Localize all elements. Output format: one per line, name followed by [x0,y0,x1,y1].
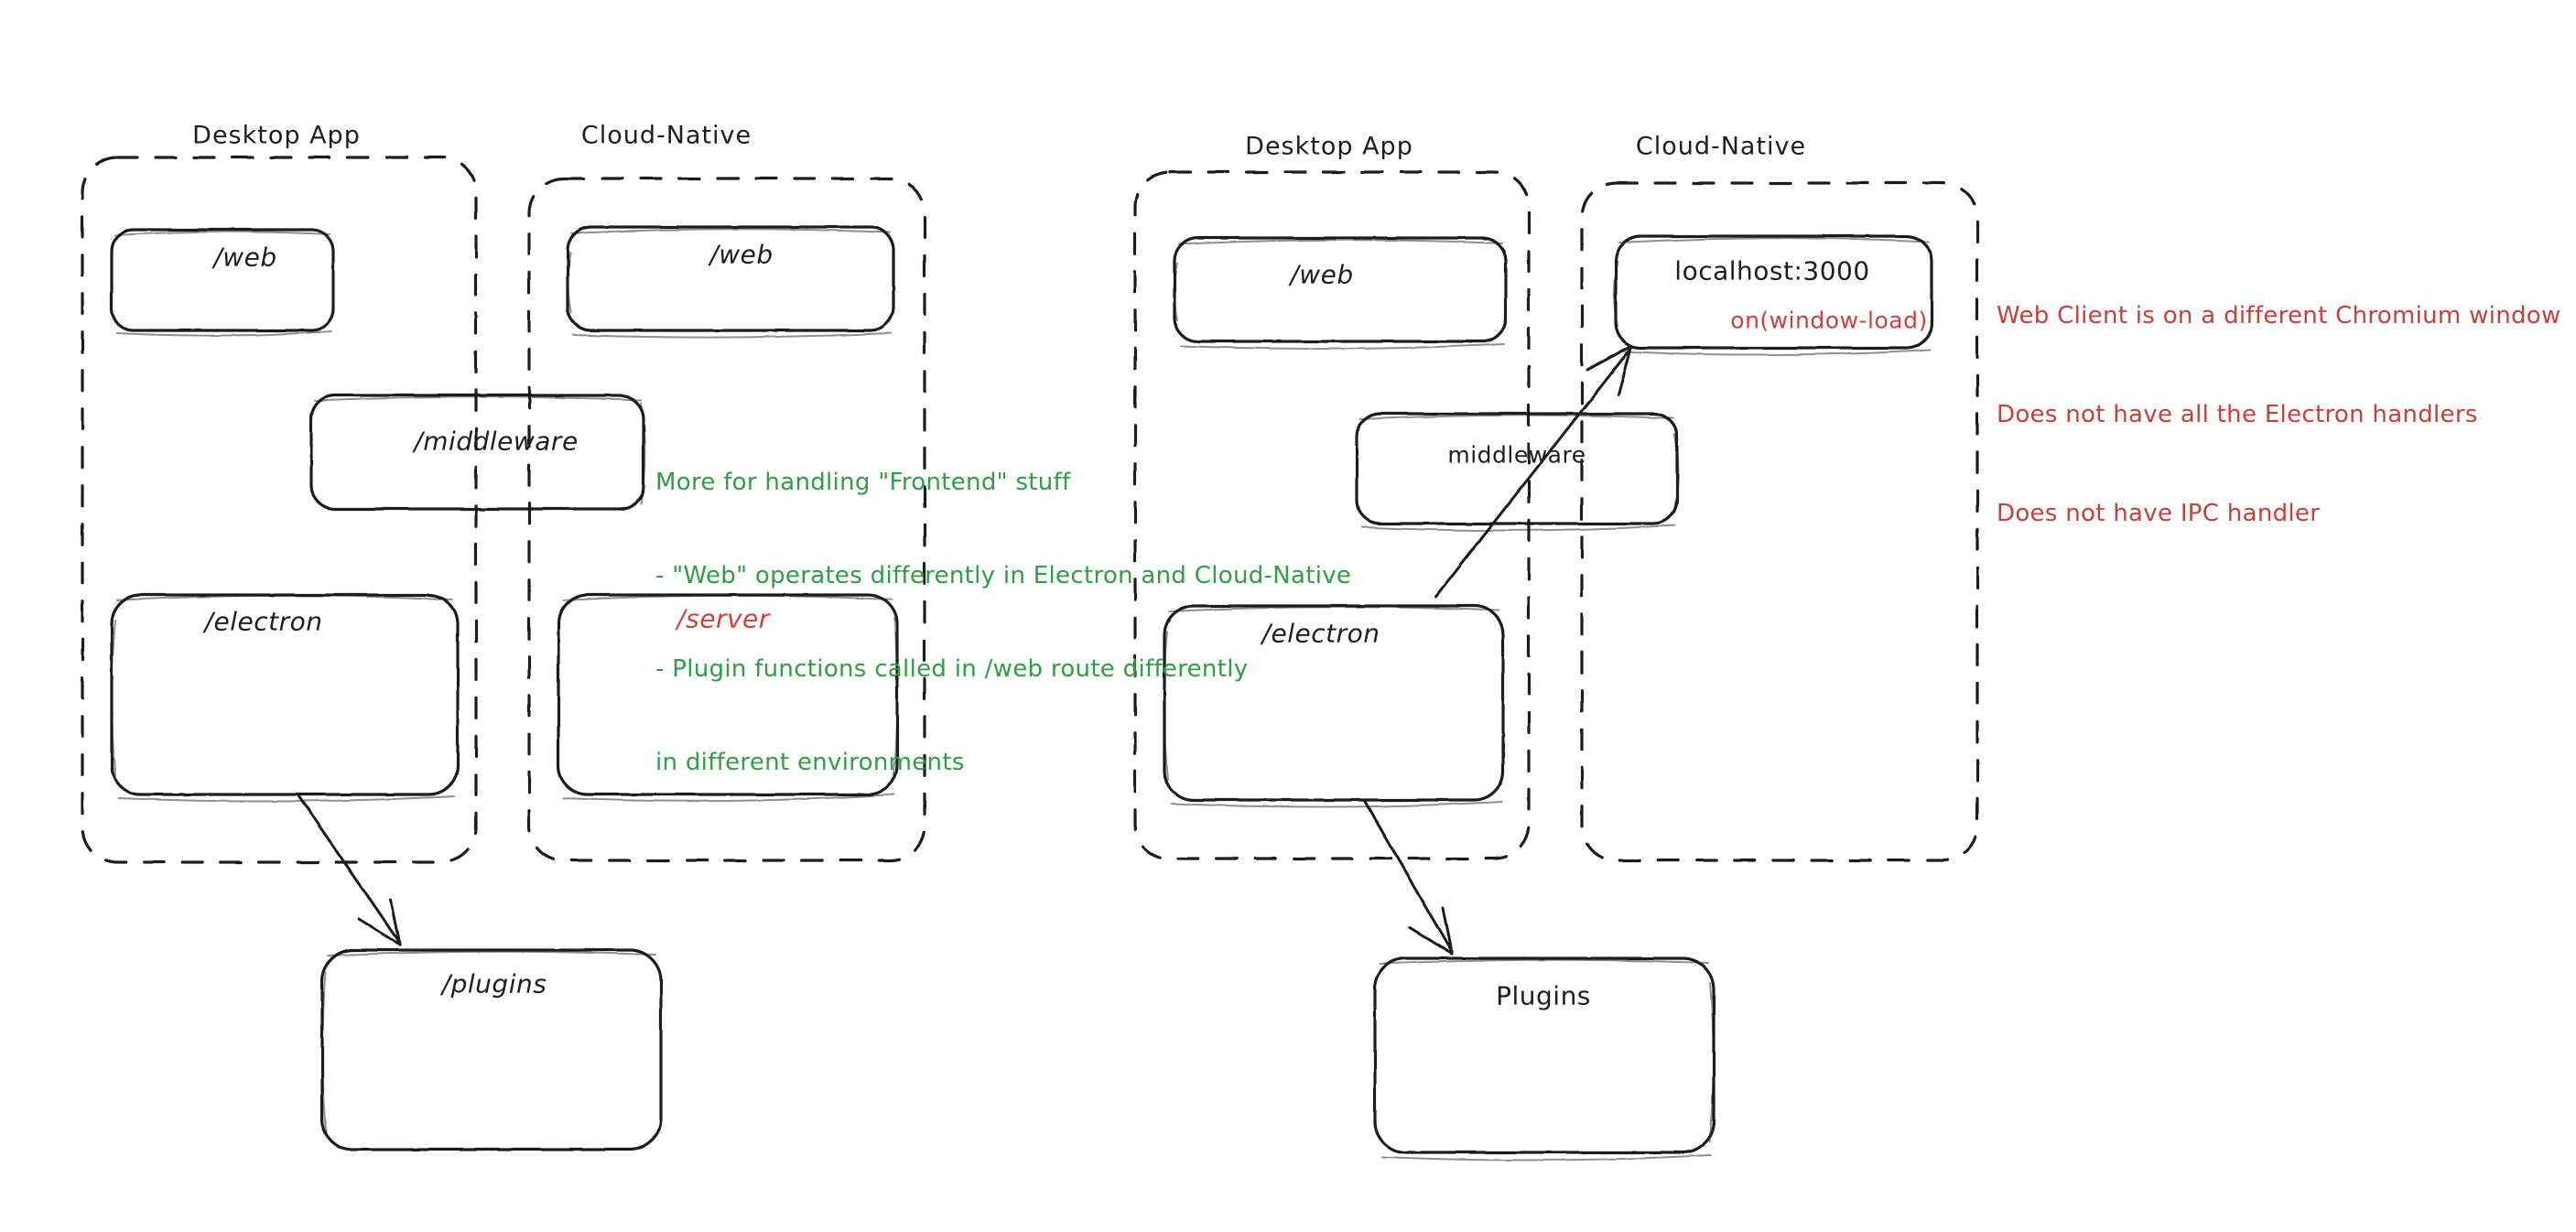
annotation-green-line-2: - "Web" operates differently in Electron… [655,562,1352,589]
group-title-right-cloud: Cloud-Native [1635,132,1807,161]
node-label-right-middleware[interactable]: middleware [1447,441,1586,469]
annotation-red-line-2: Does not have all the Electron handlers [1997,401,2478,428]
group-title-left-desktop: Desktop App [192,121,361,150]
edge-left-electron-to-plugins [296,793,402,946]
annotation-green-frontend: More for handling "Frontend" stuff - "We… [655,405,1351,840]
group-container-left-cloud [527,177,926,862]
node-shape-right-desktop-web [1173,236,1508,351]
group-title-left-cloud: Cloud-Native [580,121,752,150]
node-label-right-electron[interactable]: /electron [1261,618,1380,649]
node-label-right-desktop-web[interactable]: /web [1290,259,1354,290]
node-shape-left-cloud-web [566,225,895,339]
edge-right-electron-to-localhost [1434,344,1633,599]
node-label-left-plugins[interactable]: /plugins [441,968,547,1000]
node-shape-left-desktop-web [110,228,335,337]
annotation-red-line-1: Web Client is on a different Chromium wi… [1997,302,2561,330]
node-label-left-server[interactable]: /server [676,603,770,634]
node-shape-left-server [557,593,899,803]
annotation-red-line-3: Does not have IPC handler [1997,500,2321,527]
node-label-left-middleware[interactable]: /middleware [414,426,579,457]
group-container-right-desktop [1133,170,1531,860]
annotation-green-line-3: - Plugin functions called in /web route … [655,655,1249,683]
node-sublabel-right-localhost-onwindowload: on(window-load) [1730,307,1928,334]
node-label-left-cloud-web[interactable]: /web [709,239,774,270]
node-shape-right-electron [1163,604,1505,808]
node-label-left-electron[interactable]: /electron [204,606,323,637]
node-label-left-desktop-web[interactable]: /web [213,242,277,273]
annotation-green-line-4: in different environments [655,749,965,776]
node-shape-right-middleware [1355,412,1680,532]
node-shape-left-electron [110,593,460,803]
annotation-green-line-1: More for handling "Frontend" stuff [655,469,1071,496]
edge-right-electron-to-plugins [1362,798,1454,956]
node-label-right-plugins[interactable]: Plugins [1496,980,1591,1011]
group-container-right-cloud [1580,181,1979,862]
annotation-red-web-client: Web Client is on a different Chromium wi… [1997,233,2561,596]
node-shape-left-plugins [320,948,663,1151]
node-shape-right-plugins [1373,956,1716,1162]
node-shape-left-middleware [309,394,646,511]
node-shape-right-localhost [1613,234,1933,356]
node-label-right-localhost[interactable]: localhost:3000 [1674,255,1870,286]
group-title-right-desktop: Desktop App [1245,132,1413,161]
